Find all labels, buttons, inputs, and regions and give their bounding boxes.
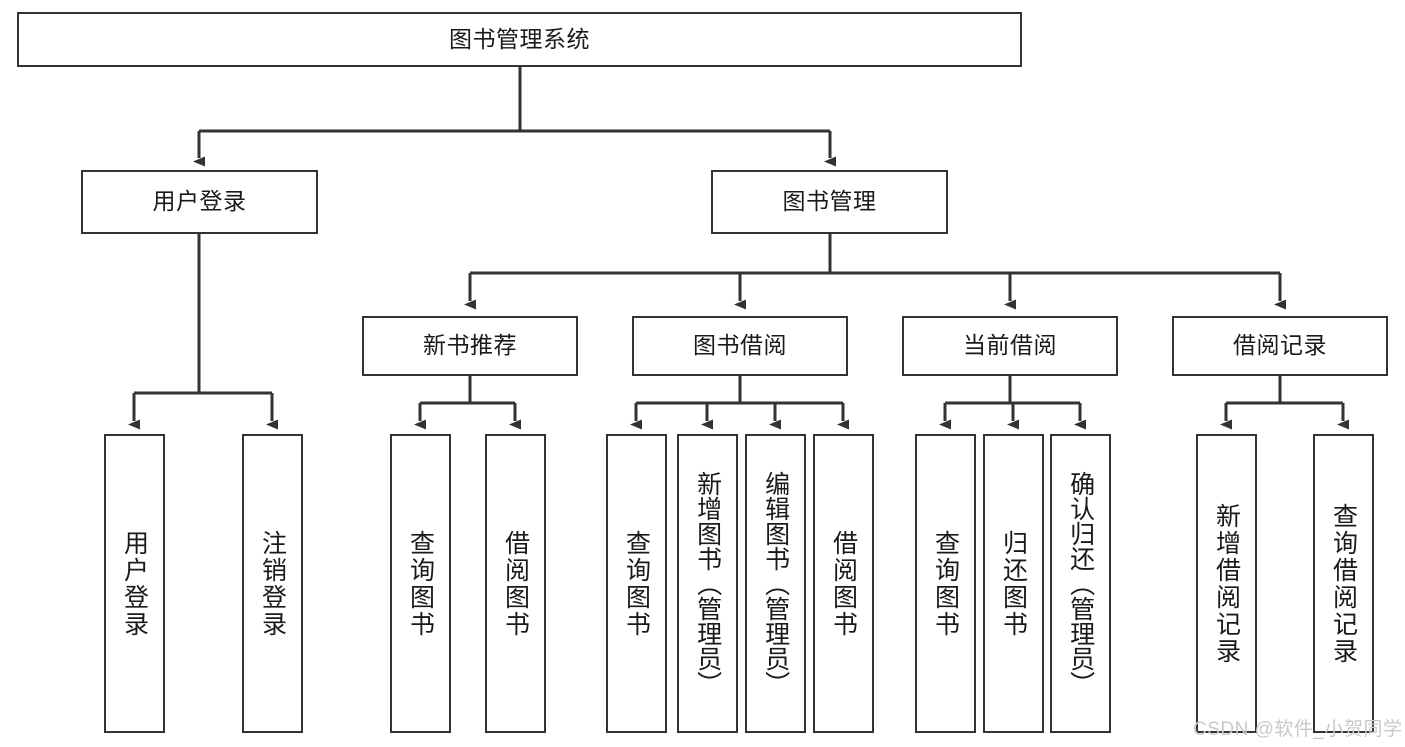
node-label: 归还图书 <box>999 529 1028 638</box>
node-label: 查询图书 <box>931 529 960 638</box>
node-label: 查询图书 <box>622 529 651 638</box>
node-user-login[interactable]: 用户登录 <box>81 170 318 234</box>
node-leaf-add-book[interactable]: 新增图书（管理员） <box>677 434 738 733</box>
node-leaf-return-book[interactable]: 归还图书 <box>983 434 1044 733</box>
node-book-management[interactable]: 图书管理 <box>711 170 948 234</box>
node-label: 新增图书（管理员） <box>693 471 722 696</box>
node-label: 编辑图书（管理员） <box>761 471 790 696</box>
csdn-watermark: CSDN @软件_小贺同学 <box>1193 719 1403 740</box>
node-leaf-confirm-return[interactable]: 确认归还（管理员） <box>1050 434 1111 733</box>
node-label: 借阅记录 <box>1233 332 1327 359</box>
node-borrow-record[interactable]: 借阅记录 <box>1172 316 1388 376</box>
node-label: 注销登录 <box>258 529 287 638</box>
node-label: 当前借阅 <box>963 332 1057 359</box>
node-leaf-edit-book[interactable]: 编辑图书（管理员） <box>745 434 806 733</box>
node-label: 查询借阅记录 <box>1329 502 1358 665</box>
node-label: 用户登录 <box>152 188 247 215</box>
node-label: 新增借阅记录 <box>1212 502 1241 665</box>
node-leaf-query-book-3[interactable]: 查询图书 <box>915 434 976 733</box>
node-leaf-logout-login[interactable]: 注销登录 <box>242 434 303 733</box>
node-label: 借阅图书 <box>501 529 530 638</box>
node-root-system[interactable]: 图书管理系统 <box>17 12 1022 67</box>
node-leaf-user-login[interactable]: 用户登录 <box>104 434 165 733</box>
node-label: 确认归还（管理员） <box>1066 471 1095 696</box>
node-label: 用户登录 <box>120 529 149 638</box>
node-label: 图书借阅 <box>693 332 787 359</box>
node-leaf-query-book-1[interactable]: 查询图书 <box>390 434 451 733</box>
node-label: 新书推荐 <box>423 332 517 359</box>
node-leaf-query-book-2[interactable]: 查询图书 <box>606 434 667 733</box>
node-label: 借阅图书 <box>829 529 858 638</box>
node-label: 查询图书 <box>406 529 435 638</box>
node-leaf-query-record[interactable]: 查询借阅记录 <box>1313 434 1374 733</box>
node-leaf-borrow-book-1[interactable]: 借阅图书 <box>485 434 546 733</box>
node-label: 图书管理系统 <box>449 25 590 52</box>
node-label: 图书管理 <box>782 188 877 215</box>
node-current-borrow[interactable]: 当前借阅 <box>902 316 1118 376</box>
node-leaf-borrow-book-2[interactable]: 借阅图书 <box>813 434 874 733</box>
node-leaf-add-record[interactable]: 新增借阅记录 <box>1196 434 1257 733</box>
node-new-book-recommend[interactable]: 新书推荐 <box>362 316 578 376</box>
node-book-borrow[interactable]: 图书借阅 <box>632 316 848 376</box>
